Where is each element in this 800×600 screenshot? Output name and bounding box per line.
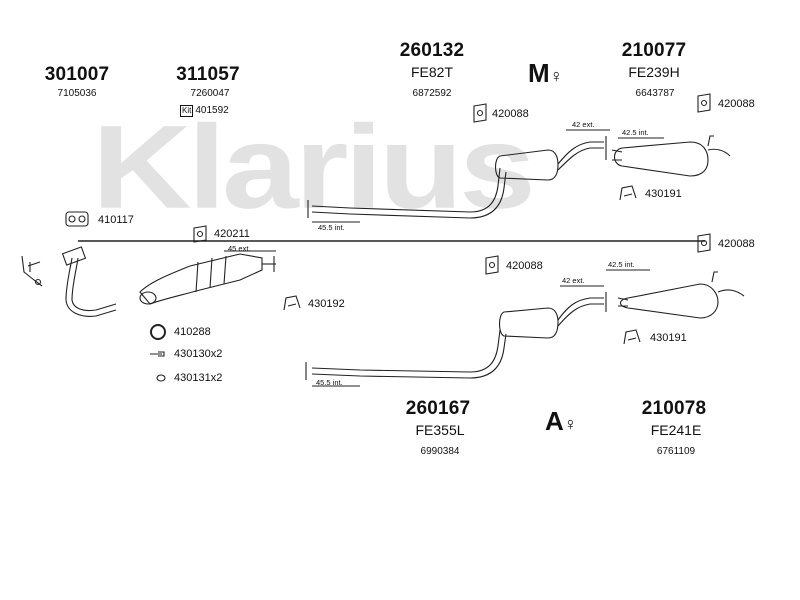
gasket-icon [65,211,89,227]
assembly-ref: FE82T [410,64,454,80]
kit-code: 401592 [195,105,229,116]
dimension-label: 42.5 int. [622,128,649,137]
assembly-ref: FE355L [415,422,465,438]
assembly-number: 210078 [641,398,707,419]
dimension-label: 42 ext. [572,120,595,129]
klarius-watermark: Klarius [92,101,536,234]
assembly-code: 6990384 [420,446,460,457]
mid-box-bottom [498,307,559,339]
part-number: 430130x2 [174,348,223,360]
assembly-ref: FE241E [650,422,702,438]
rubber-mount-icon [193,93,711,275]
assembly-number: 260167 [405,398,471,419]
dimension-label: 42.5 int. [608,260,635,269]
assembly-ref: FE239H [628,64,680,80]
part-number: 420088 [718,238,755,250]
assembly-number: 301007 [44,64,110,85]
rear-box-top [613,141,709,177]
manual-symbol-icon: M♀ [528,58,564,88]
assembly-code: 6761109 [656,446,696,457]
assembly-code: 7260047 [190,88,230,99]
dimension-label: 45 ext. [228,244,251,253]
part-number: 430192 [308,298,345,310]
assembly-code: 6872592 [412,88,452,99]
part-number: 420088 [718,98,755,110]
dimension-label: 45.5 int. [316,378,343,387]
part-number: 430191 [650,332,687,344]
mid-pipe-bottom [311,329,507,379]
assembly-code: 7105036 [57,88,97,99]
rear-box-bottom [619,283,719,319]
dimension-label: 45.5 int. [318,223,345,232]
part-number: 410117 [98,214,134,226]
hanger-icon [283,185,641,345]
part-number: 420211 [214,228,250,240]
sensor [21,255,43,287]
part-number: 420088 [506,260,543,272]
kit-badge: Kit [180,105,194,117]
assembly-number: 210077 [621,40,687,61]
front-pipe [65,257,117,317]
part-number: 420088 [492,108,529,120]
mid-pipe-top [311,167,507,219]
assembly-code: 6643787 [635,88,675,99]
catalyst [139,253,263,305]
assembly-number: 260132 [399,40,465,61]
assembly-number: 311057 [176,64,240,85]
ring-icon [150,324,166,340]
part-number: 430131x2 [174,372,223,384]
nut-icon [156,374,166,382]
dimension-label: 42 ext. [562,276,585,285]
auto-symbol-icon: A♀ [545,406,578,436]
part-number: 430191 [645,188,682,200]
bolt-icon [150,351,165,357]
part-number: 410288 [174,326,211,338]
mid-box-top [494,149,559,181]
